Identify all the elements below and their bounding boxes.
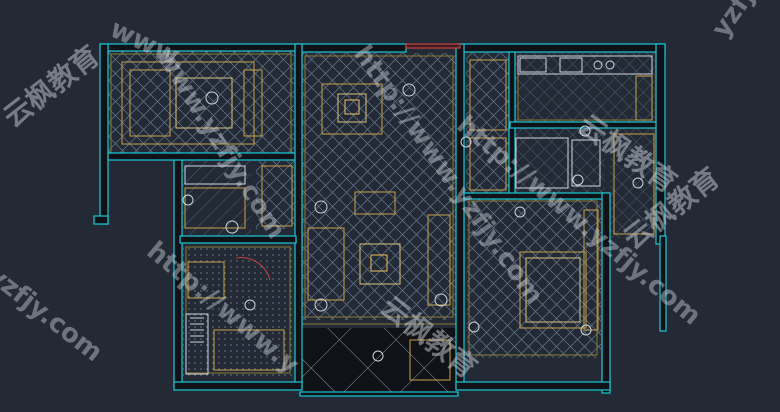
bathtub [515, 137, 569, 189]
wall-north-door-header [405, 43, 461, 49]
wall-west-ledge [93, 215, 109, 225]
wall-balcony-rail [299, 391, 459, 397]
ceiling-light-master [205, 91, 219, 105]
dining-column [460, 59, 507, 191]
room-floors [108, 51, 658, 393]
wall-kitchen-south [509, 121, 661, 129]
bedroom-east [468, 206, 599, 336]
master-bedroom [121, 61, 263, 145]
storage-floor [181, 161, 251, 235]
bathroom [515, 125, 601, 189]
dining-floor [466, 53, 510, 195]
wall-north-east [459, 43, 666, 53]
kitchen-floor [515, 53, 655, 123]
sofa [307, 227, 345, 301]
study-desk [187, 261, 225, 299]
wall-living-east [455, 43, 465, 389]
wall-west-upper [99, 43, 109, 225]
living-room [307, 83, 451, 312]
study-floor [183, 244, 293, 376]
living-room-floor [302, 53, 456, 320]
wall-bedroom-south [107, 152, 299, 161]
wall-storage-south [179, 235, 297, 244]
bath-light [579, 125, 591, 137]
chandelier-upper [344, 99, 360, 115]
balcony-east [613, 133, 655, 235]
wall-inner-west [173, 155, 183, 387]
tv-cabinet [427, 214, 451, 306]
storage-light [182, 194, 194, 206]
bathroom-floor [513, 128, 605, 194]
bed-east [519, 251, 587, 329]
coffee-table [359, 243, 401, 285]
ceiling-light-east [514, 206, 526, 218]
wall-north-west [99, 43, 301, 52]
closet-floor [256, 161, 296, 229]
walls [93, 43, 667, 397]
wall-bath-south [463, 192, 610, 200]
wall-east-tail [659, 235, 667, 332]
kitchen [517, 55, 653, 121]
chandelier-lower [370, 254, 388, 272]
wall-south-east [455, 381, 611, 391]
bed-master [121, 61, 255, 145]
study-room [185, 257, 285, 375]
balcony-south [372, 339, 451, 381]
wall-east-bedroom [601, 192, 611, 394]
wall-north-west-2 [295, 43, 407, 53]
study-light [244, 299, 256, 311]
dining-table [321, 83, 383, 135]
wall-east-outer [655, 43, 666, 245]
storage-room [182, 165, 293, 234]
wall-living-west [294, 43, 303, 389]
master-bedroom-floor [108, 51, 294, 156]
bedroom-east-floor [467, 198, 601, 358]
baseboards [110, 53, 653, 383]
kitchen-counter [517, 55, 653, 75]
sideboard [354, 191, 396, 215]
balcony-east-floor [610, 128, 658, 238]
wall-south-west [173, 381, 303, 391]
